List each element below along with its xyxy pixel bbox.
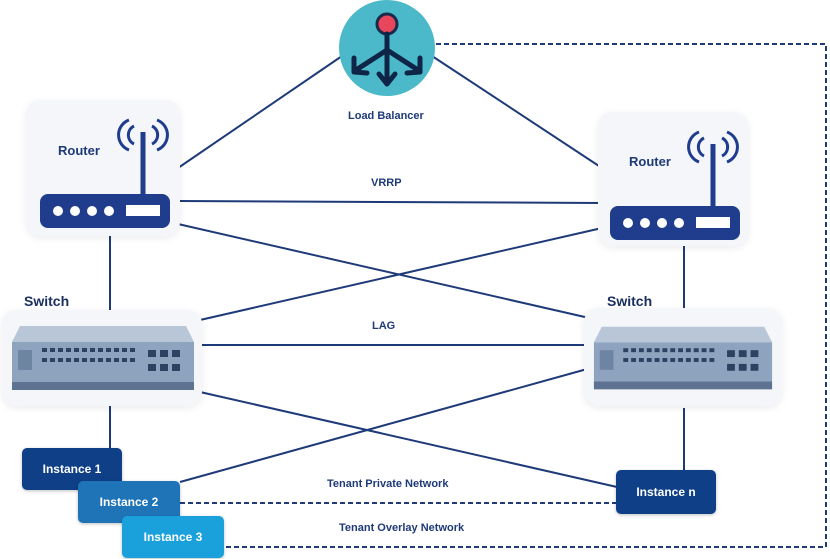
link-vrrp [177,200,603,204]
link-tenant-overlay [224,43,827,548]
switch-icon [12,326,194,390]
load-balancer-label: Load Balancer [348,110,424,122]
link-switch-left-instance-n [199,391,618,488]
router-right-label: Router [629,154,671,169]
switch-right[interactable] [584,308,782,406]
link-lb-router-left [177,55,343,169]
link-lb-router-right [431,55,603,169]
router-left[interactable]: Router [26,100,180,236]
instance-3[interactable]: Instance 3 [122,516,224,558]
switch-icon [593,326,773,390]
link-router-left-switch-right [177,223,599,321]
vrrp-label: VRRP [368,177,405,189]
tenant-private-network-label: Tenant Private Network [324,478,452,490]
link-switch-right-instance-2 [179,365,599,483]
instance-n[interactable]: Instance n [616,470,716,514]
load-balancer-icon [339,0,435,96]
router-right[interactable]: Router [598,112,748,246]
router-left-label: Router [58,143,100,158]
tenant-overlay-network-label: Tenant Overlay Network [336,522,468,534]
link-router-right-switch-left [199,227,603,321]
switch-left-label: Switch [24,293,70,309]
connection-lines [109,43,827,548]
router-icon [40,118,170,228]
lag-label: LAG [369,320,399,332]
switch-left[interactable] [2,310,202,406]
router-icon [610,130,740,240]
switch-right-label: Switch [607,293,653,309]
